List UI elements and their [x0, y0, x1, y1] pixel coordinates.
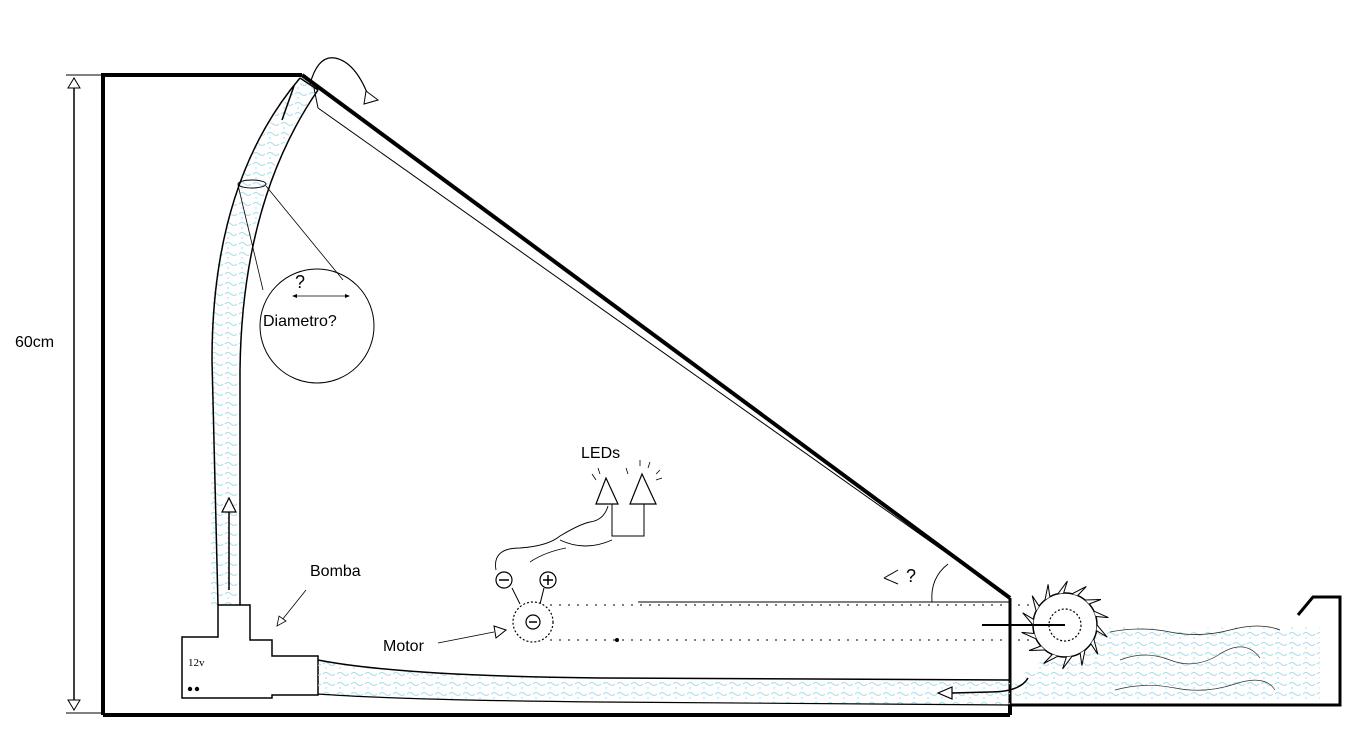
wheel-paddle	[1043, 654, 1059, 664]
tank-structure	[101, 73, 1342, 717]
bomba-label: Bomba	[310, 563, 361, 580]
wheel-paddle	[1084, 599, 1102, 605]
water-wheel	[982, 580, 1109, 670]
wheel-paddle	[1062, 655, 1073, 670]
diameter-question-mark: ?	[295, 272, 306, 292]
wheel-paddle	[1079, 649, 1086, 666]
leds-label: LEDs	[581, 445, 621, 462]
diameter-callout	[259, 268, 375, 384]
wheel-paddle	[1044, 584, 1051, 601]
wheel-paddle	[1021, 631, 1037, 640]
wheel-paddle	[1090, 638, 1099, 655]
voltage-label: 12v	[188, 657, 205, 669]
wheel-paddle	[1096, 624, 1108, 638]
wheel-paddle	[1071, 586, 1087, 596]
wheel-paddle	[1093, 610, 1109, 619]
wheel-paddle	[1022, 612, 1034, 626]
pump	[181, 589, 319, 699]
wheel-paddle	[1028, 645, 1046, 651]
height-dimension	[66, 74, 104, 714]
height-label: 60cm	[15, 334, 55, 351]
diameter-label: Diametro?	[263, 313, 337, 330]
return-pipe	[317, 659, 1029, 706]
leds	[495, 460, 663, 571]
motor	[437, 571, 557, 644]
drive-belt	[550, 563, 1050, 642]
vertical-pipe	[210, 57, 380, 606]
wheel-paddle	[1031, 595, 1040, 612]
motor-label: Motor	[383, 638, 424, 655]
angle-question-mark: ?	[906, 566, 917, 586]
wheel-paddle	[1057, 580, 1068, 595]
